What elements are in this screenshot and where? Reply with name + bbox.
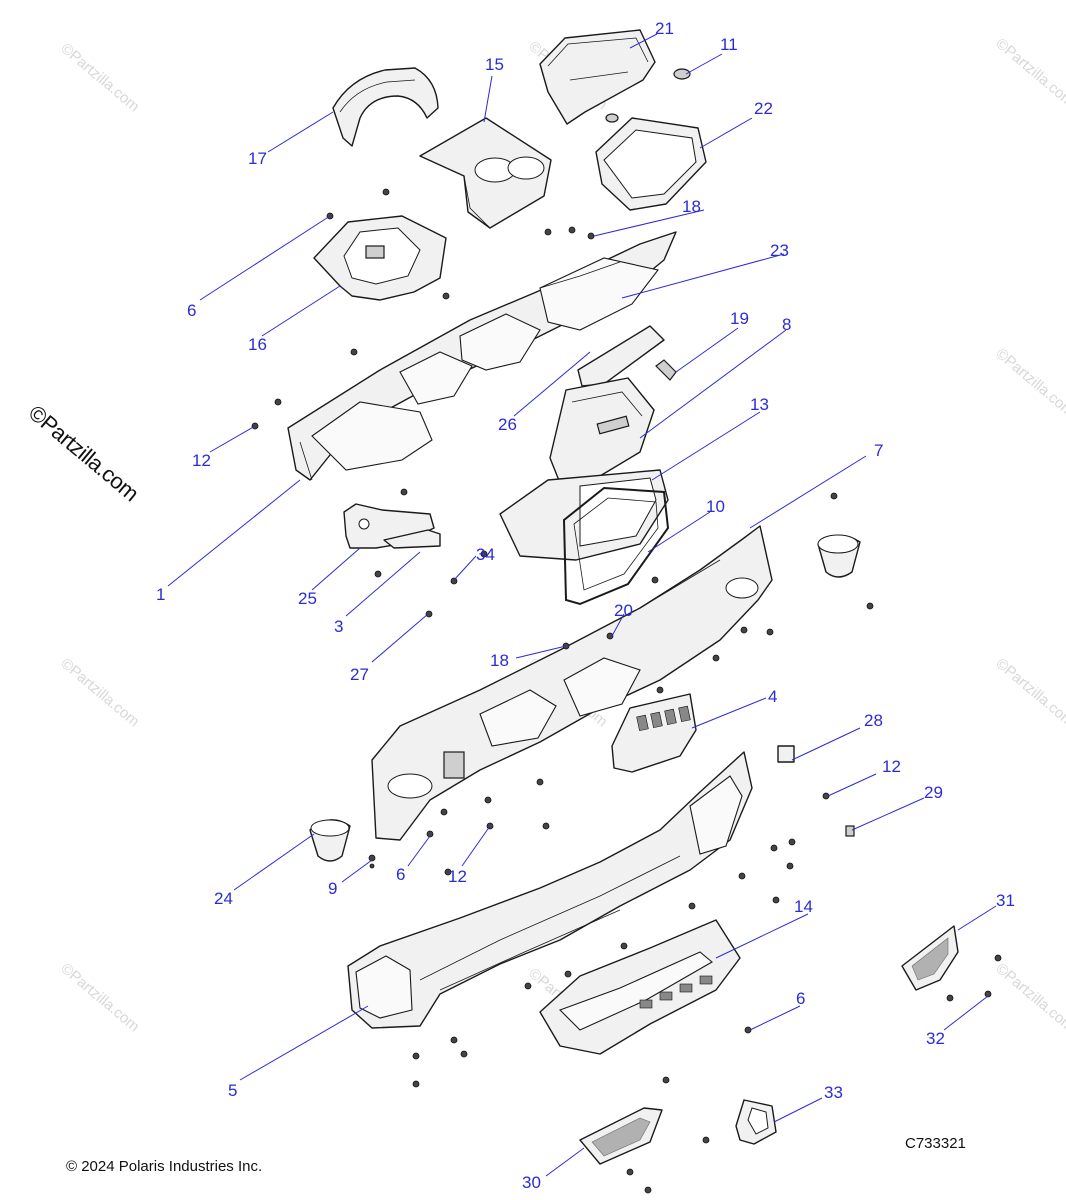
callout-10: 10 — [706, 497, 725, 516]
part-33-trim-ring — [735, 1099, 777, 1145]
leader-lines — [167, 33, 997, 1177]
callout-18: 18 — [682, 197, 701, 216]
callout-20: 20 — [614, 601, 633, 620]
part-3-bracket — [383, 529, 441, 549]
callout-4: 4 — [768, 687, 777, 706]
callout-17: 17 — [248, 149, 267, 168]
part-16-gauge-bracket — [313, 215, 447, 301]
callout-6: 6 — [796, 989, 805, 1008]
watermark-text: ©Partzilla.com — [992, 345, 1066, 420]
part-13-glovebox-tub — [499, 469, 669, 561]
callout-8: 8 — [782, 315, 791, 334]
part-cup-insert-right — [817, 534, 861, 578]
part-19-clip — [655, 359, 677, 381]
part-28-clip — [777, 745, 795, 763]
callout-24: 24 — [214, 889, 233, 908]
callout-labels: 1 3 4 5 6 6 6 7 8 9 10 11 12 12 12 13 14… — [156, 19, 1015, 1192]
callout-32: 32 — [926, 1029, 945, 1048]
callout-14: 14 — [794, 897, 813, 916]
part-22-storage-bin — [595, 117, 707, 211]
callout-7: 7 — [874, 441, 883, 460]
callout-12: 12 — [192, 451, 211, 470]
callout-30: 30 — [522, 1173, 541, 1192]
part-17-gauge-bezel — [332, 67, 439, 147]
callout-6: 6 — [396, 865, 405, 884]
part-21-storage-lid — [539, 29, 656, 125]
watermark-text: ©Partzilla.com — [992, 655, 1066, 730]
callout-19: 19 — [730, 309, 749, 328]
callout-12: 12 — [448, 867, 467, 886]
callout-6: 6 — [187, 301, 196, 320]
callout-23: 23 — [770, 241, 789, 260]
part-29-clip — [845, 825, 855, 837]
callout-25: 25 — [298, 589, 317, 608]
part-14-lower-storage-bin — [539, 919, 741, 1055]
part-4-switch-panel — [611, 693, 697, 773]
callout-3: 3 — [334, 617, 343, 636]
part-10-door-seal-frame — [562, 486, 670, 606]
part-1-upper-dash-panel — [287, 231, 677, 481]
watermark-text: ©Partzilla.com — [57, 960, 142, 1035]
part-31-grille — [901, 925, 959, 991]
callout-18: 18 — [490, 651, 509, 670]
callout-9: 9 — [328, 879, 337, 898]
callout-13: 13 — [750, 395, 769, 414]
callout-28: 28 — [864, 711, 883, 730]
callout-34: 34 — [476, 545, 495, 564]
watermark-text: ©Partzilla.com — [57, 655, 142, 730]
callout-29: 29 — [924, 783, 943, 802]
watermark-text: ©Partzilla.com — [992, 960, 1066, 1035]
callout-27: 27 — [350, 665, 369, 684]
callout-15: 15 — [485, 55, 504, 74]
callout-22: 22 — [754, 99, 773, 118]
part-24-cup-insert — [309, 819, 351, 862]
callout-21: 21 — [655, 19, 674, 38]
part-7-lower-dash-frame — [371, 525, 773, 841]
callout-26: 26 — [498, 415, 517, 434]
part-30-grille — [579, 1107, 663, 1165]
callout-16: 16 — [248, 335, 267, 354]
part-15-cup-holder-console — [419, 117, 552, 229]
callout-12: 12 — [882, 757, 901, 776]
callout-33: 33 — [824, 1083, 843, 1102]
drawing-code: C733321 — [905, 1135, 966, 1152]
callout-5: 5 — [228, 1081, 237, 1100]
callout-11: 11 — [720, 35, 738, 54]
watermark-text: ©Partzilla.com — [992, 35, 1066, 110]
callout-31: 31 — [996, 891, 1015, 910]
watermark-text: ©Partzilla.com — [57, 40, 142, 115]
part-5-lower-dash-panel — [347, 751, 753, 1029]
callout-1: 1 — [156, 585, 165, 604]
copyright-notice: © 2024 Polaris Industries Inc. — [66, 1158, 263, 1175]
part-11-grommet — [605, 68, 691, 123]
part-26-trim-strip — [577, 325, 665, 387]
